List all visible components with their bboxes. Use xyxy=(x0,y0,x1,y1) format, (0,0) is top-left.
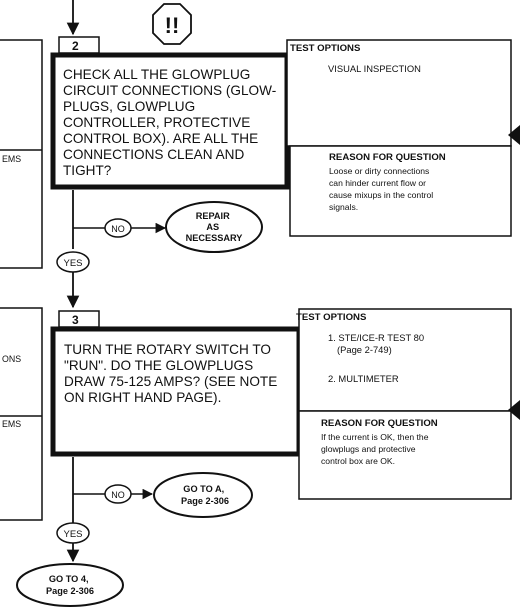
step-3-no-action: GO TO A, Page 2-306 xyxy=(153,472,253,518)
svg-text:GO TO A, Page 2-306: GO TO A, Page 2-306 xyxy=(181,484,229,506)
left-panel-upper: EMS xyxy=(0,39,43,269)
step-2-number: 2 xyxy=(72,39,79,53)
svg-text:NO: NO xyxy=(111,490,125,500)
step-3-continuation-arrow xyxy=(508,400,520,420)
step-2-question: CHECK ALL THE GLOWPLUG CIRCUIT CONNECTIO… xyxy=(63,67,280,178)
step-2-test-option: VISUAL INSPECTION xyxy=(328,63,421,74)
step-3-test-options-header: TEST OPTIONS xyxy=(296,312,367,323)
step-2-no-label: NO xyxy=(104,218,132,238)
step-2-no-action: REPAIR AS NECESSARY xyxy=(165,201,263,253)
step-3-test-option-2: 2. MULTIMETER xyxy=(328,373,399,384)
svg-text:NO: NO xyxy=(111,224,125,234)
left-panel-lower: ONS EMS xyxy=(0,307,43,521)
step-2-reason-panel: REASON FOR QUESTION Loose or dirty conne… xyxy=(289,145,512,237)
step-3-test-options-panel: TEST OPTIONS 1. STE/ICE-R TEST 80 (Page … xyxy=(296,308,512,412)
svg-text:GO TO 4, Page 2-306: GO TO 4, Page 2-306 xyxy=(46,574,94,596)
step-2-test-options-header: TEST OPTIONS xyxy=(290,43,361,54)
left-fragment-ons: ONS xyxy=(2,354,21,364)
step-2-yes-label: YES xyxy=(56,251,90,273)
left-fragment-ems: EMS xyxy=(2,154,21,164)
step-2-test-options-panel: TEST OPTIONS VISUAL INSPECTION xyxy=(286,39,512,147)
step-3-test-option-1: 1. STE/ICE-R TEST 80 (Page 2-749) xyxy=(328,332,427,355)
step-2-reason-header: REASON FOR QUESTION xyxy=(329,152,446,163)
step-3-reason-header: REASON FOR QUESTION xyxy=(321,418,438,429)
warning-octagon: !! xyxy=(152,3,192,45)
step-3-reason: If the current is OK, then the glowplugs… xyxy=(321,432,431,466)
step-2-question-box: CHECK ALL THE GLOWPLUG CIRCUIT CONNECTIO… xyxy=(50,52,290,190)
step-3-question: TURN THE ROTARY SWITCH TO "RUN". DO THE … xyxy=(64,342,281,405)
step-3-no-label: NO xyxy=(104,484,132,504)
step-2-reason: Loose or dirty connections can hinder cu… xyxy=(329,166,436,212)
step-3-number: 3 xyxy=(72,313,79,327)
svg-text:YES: YES xyxy=(63,529,82,540)
svg-text:REPAIR AS NECESSAR: REPAIR AS NECESSARY xyxy=(186,211,243,243)
step-3-yes-action: GO TO 4, Page 2-306 xyxy=(16,563,124,607)
left-fragment-ems-2: EMS xyxy=(2,419,21,429)
step-2-number-tab: 2 xyxy=(58,36,100,54)
step-2-continuation-arrow xyxy=(508,125,520,145)
step-3-yes-label: YES xyxy=(56,522,90,544)
step-3-question-box: TURN THE ROTARY SWITCH TO "RUN". DO THE … xyxy=(50,326,302,457)
warning-icon: !! xyxy=(165,13,180,38)
svg-text:YES: YES xyxy=(63,258,82,269)
step-3-reason-panel: REASON FOR QUESTION If the current is OK… xyxy=(298,410,512,500)
step-3-number-tab: 3 xyxy=(58,310,100,328)
